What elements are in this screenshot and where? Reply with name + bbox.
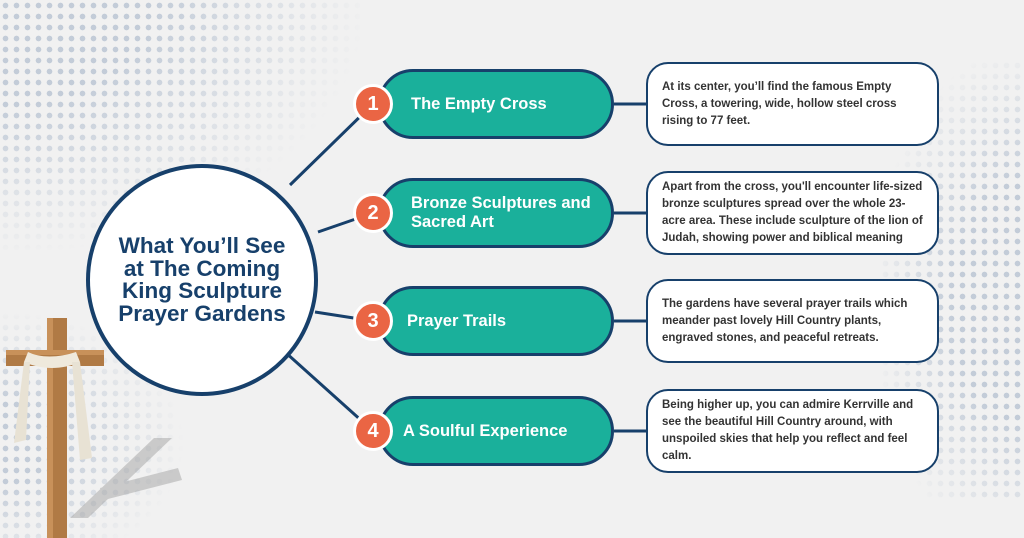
description-box-1: At its center, you’ll find the famous Em… [646,62,939,146]
topic-pill-3-label: Prayer Trails [407,311,507,330]
description-text-4: Being higher up, you can admire Kerrvill… [662,399,914,462]
central-topic: What You’ll See at The Coming King Sculp… [86,164,318,396]
step-badge-4: 4 [353,411,393,451]
description-box-2: Apart from the cross, you'll encounter l… [646,171,939,255]
description-box-4: Being higher up, you can admire Kerrvill… [646,389,939,473]
topic-pill-4-label: A Soulful Experience [403,421,568,440]
topic-pill-1-label: The Empty Cross [411,94,547,113]
description-text-2: Apart from the cross, you'll encounter l… [662,181,923,244]
step-badge-1: 1 [353,84,393,124]
cross-icon [6,318,182,538]
topic-pill-1: The Empty Cross [378,69,614,139]
topic-pill-2: Bronze Sculptures and Sacred Art [378,178,614,248]
description-box-3: The gardens have several prayer trails w… [646,279,939,363]
central-topic-title: What You’ll See at The Coming King Sculp… [118,233,286,326]
step-badge-3: 3 [353,301,393,341]
step-badge-2: 2 [353,193,393,233]
topic-pill-2-label: Bronze Sculptures and Sacred Art [411,194,591,231]
description-text-3: The gardens have several prayer trails w… [662,297,908,344]
topic-pill-3: Prayer Trails [378,286,614,356]
description-text-1: At its center, you’ll find the famous Em… [662,80,897,127]
topic-pill-4: A Soulful Experience [378,396,614,466]
